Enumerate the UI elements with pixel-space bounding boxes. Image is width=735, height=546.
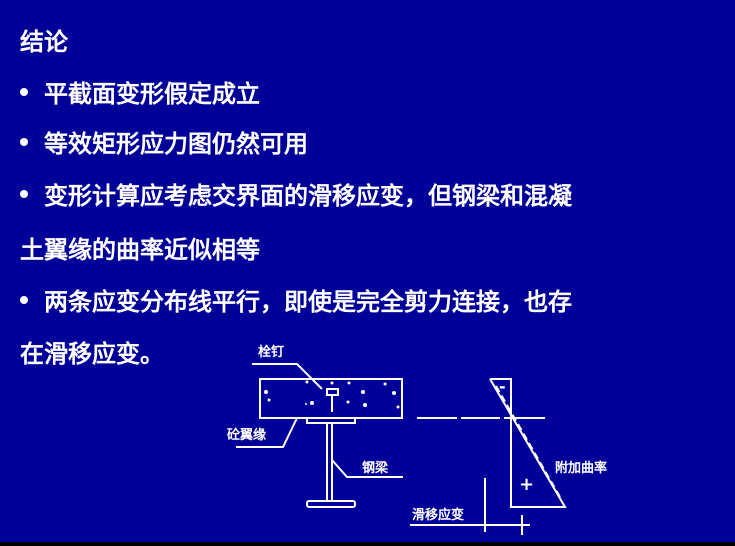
plus-sign: +: [519, 474, 535, 495]
bullet-icon: [20, 88, 28, 96]
bullet-icon: [20, 190, 28, 198]
minus-sign: -: [499, 377, 506, 396]
strain-distribution: [489, 378, 567, 508]
slip-strain-label: 滑移应变: [412, 508, 465, 523]
bullet-text: 平截面变形假定成立: [44, 80, 260, 108]
steel-beam-label: 钢梁: [362, 461, 389, 476]
slide-title: 结论: [20, 28, 68, 56]
bullet-text: 变形计算应考虑交界面的滑移应变，但钢梁和混凝: [44, 182, 572, 210]
bullet-icon: [20, 138, 28, 146]
stud-label: 栓钉: [258, 345, 285, 360]
additional-curvature-label: 附加曲率: [555, 461, 608, 476]
concrete-flange-label: 砼翼缘: [227, 428, 267, 443]
stud-leader-line: [252, 363, 323, 390]
bullet-icon: [20, 296, 28, 304]
bullet-item: 两条应变分布线平行，即使是完全剪力连接，也存: [20, 287, 572, 317]
beam-leader-line: [331, 459, 403, 478]
bottom-flange: [306, 500, 356, 508]
bullet-continuation: 土翼缘的曲率近似相等: [20, 236, 260, 264]
bullet-text: 两条应变分布线平行，即使是完全剪力连接，也存: [44, 288, 572, 316]
bullet-item: 变形计算应考虑交界面的滑移应变，但钢梁和混凝: [20, 181, 572, 211]
steel-web: [326, 422, 333, 502]
shear-stud: [326, 388, 339, 396]
flange-leader-line: [236, 417, 298, 448]
bullet-continuation: 在滑移应变。: [20, 340, 164, 368]
bullet-text: 等效矩形应力图仍然可用: [44, 130, 308, 158]
bullet-item: 等效矩形应力图仍然可用: [20, 129, 308, 159]
bullet-item: 平截面变形假定成立: [20, 79, 260, 109]
aggregate-dots: [264, 380, 400, 409]
